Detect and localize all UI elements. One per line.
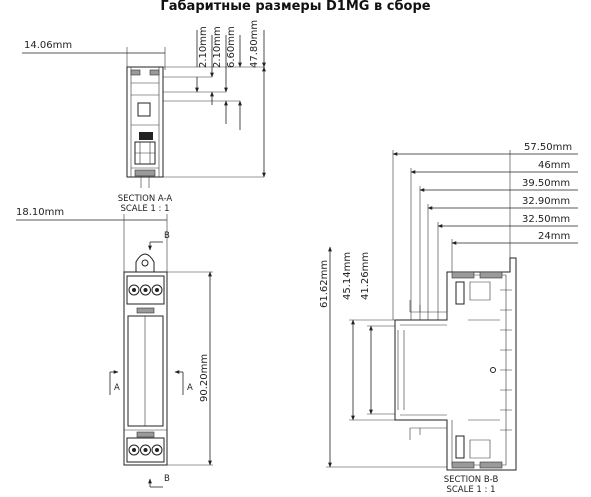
cut-a-left: A: [114, 383, 120, 393]
dim-41-26: 41.26mm: [360, 252, 371, 300]
front-view: 18.10mm 90.20mm A A: [16, 207, 213, 488]
section-aa-slot: [137, 102, 151, 117]
section-bb-body: [394, 257, 517, 471]
section-aa-scale: SCALE 1 : 1: [120, 204, 169, 214]
dim-32-50: 32.50mm: [522, 214, 570, 225]
section-aa-label: SECTION A-A: [118, 194, 173, 204]
dim-24: 24mm: [538, 231, 570, 242]
dim-32-90: 32.90mm: [522, 196, 570, 207]
section-bb-label: SECTION B-B: [444, 475, 499, 485]
dim-57-50: 57.50mm: [524, 142, 572, 153]
dimension-2-10-a: 2.10mm: [198, 26, 209, 68]
cut-a-right: A: [187, 383, 193, 393]
section-bb-view: 57.50mm 46mm 39.50mm 32.90mm 32.50mm 24m…: [319, 142, 578, 495]
front-width-label: 18.10mm: [16, 207, 64, 218]
section-bb-scale: SCALE 1 : 1: [446, 485, 495, 495]
width-dimension-label: 14.06mm: [24, 40, 72, 51]
cut-b-top: B: [164, 231, 170, 241]
dim-45-14: 45.14mm: [342, 252, 353, 300]
front-height-label: 90.20mm: [199, 354, 210, 402]
drawing-title: Габаритные размеры D1MG в сборе: [160, 0, 431, 14]
cut-b-bottom: B: [164, 474, 170, 484]
dim-46: 46mm: [538, 160, 570, 171]
dimension-47-80: 47.80mm: [249, 20, 260, 68]
dim-39-50: 39.50mm: [522, 178, 570, 189]
dim-61-62: 61.62mm: [319, 260, 330, 308]
dimension-2-10-b: 2.10mm: [212, 26, 223, 68]
section-aa-view: 14.06mm 2.10mm 2.10mm 6.60mm 4: [22, 20, 266, 214]
dimension-6-60: 6.60mm: [226, 26, 237, 68]
front-window: [127, 315, 164, 427]
